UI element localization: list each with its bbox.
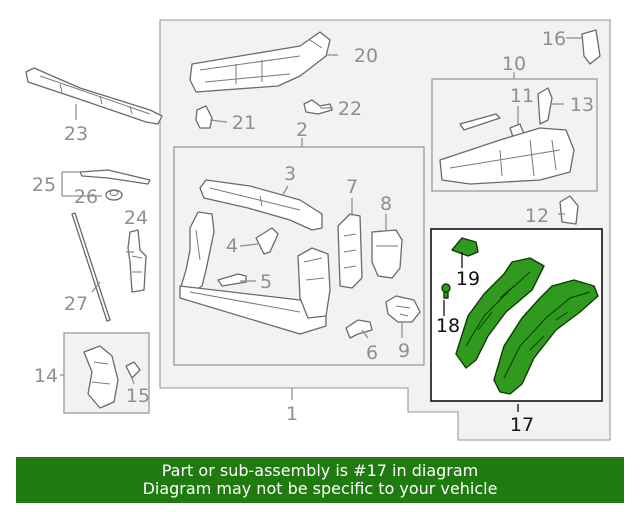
- callout-9: 9: [398, 340, 410, 362]
- part-3-drawing: [199, 179, 323, 231]
- callout-22: 22: [338, 98, 362, 120]
- callout-26: 26: [74, 186, 98, 208]
- callout-21: 21: [232, 112, 256, 134]
- callout-27: 27: [64, 293, 88, 315]
- part-15-drawing: [125, 361, 141, 379]
- callout-24: 24: [124, 207, 148, 229]
- part-22-drawing: [303, 99, 333, 115]
- callout-25: 25: [32, 174, 56, 196]
- part-14-drawing: [83, 345, 119, 409]
- callout-2: 2: [296, 119, 308, 141]
- part-26-drawing: [105, 189, 123, 201]
- part-9-drawing: [385, 295, 421, 323]
- part-7-drawing: [337, 213, 363, 289]
- callout-5: 5: [260, 271, 272, 293]
- callout-1: 1: [286, 403, 298, 425]
- callout-11: 11: [510, 85, 534, 107]
- callout-3: 3: [284, 163, 296, 185]
- callout-18: 18: [436, 315, 460, 337]
- callout-4: 4: [226, 235, 238, 257]
- callout-15: 15: [126, 385, 150, 407]
- leader-lines: [60, 37, 582, 412]
- part-5-drawing: [217, 273, 247, 287]
- part-19-drawing: [451, 237, 479, 257]
- part-18-drawing: [441, 283, 451, 299]
- callout-10: 10: [502, 53, 526, 75]
- callout-17: 17: [510, 414, 534, 436]
- part-17-drawing: [455, 257, 599, 395]
- callout-20: 20: [354, 45, 378, 67]
- part-info-banner: Part or sub-assembly is #17 in diagram D…: [16, 457, 624, 503]
- part-23-drawing: [25, 67, 163, 125]
- part-8-drawing: [371, 229, 403, 279]
- callout-7: 7: [346, 176, 358, 198]
- part-12-drawing: [559, 195, 579, 225]
- callout-8: 8: [380, 193, 392, 215]
- callout-19: 19: [456, 268, 480, 290]
- radiator-support-frame: [179, 211, 331, 335]
- callout-23: 23: [64, 123, 88, 145]
- part-27-drawing: [71, 212, 111, 322]
- callout-16: 16: [542, 28, 566, 50]
- part-25-drawing: [79, 169, 151, 185]
- part-24-drawing: [127, 229, 147, 293]
- callout-6: 6: [366, 342, 378, 364]
- part-4-drawing: [255, 227, 279, 255]
- part-16-drawing: [581, 29, 601, 65]
- part-6-drawing: [345, 319, 373, 339]
- callout-14: 14: [34, 365, 58, 387]
- callout-12: 12: [525, 205, 549, 227]
- part-10-drawing: [439, 127, 575, 185]
- banner-line-2: Diagram may not be specific to your vehi…: [142, 479, 498, 498]
- part-20-drawing: [189, 31, 331, 93]
- part-21-drawing: [195, 105, 213, 129]
- callout-13: 13: [570, 94, 594, 116]
- part-13-drawing: [537, 87, 553, 125]
- banner-line-1: Part or sub-assembly is #17 in diagram: [161, 461, 479, 480]
